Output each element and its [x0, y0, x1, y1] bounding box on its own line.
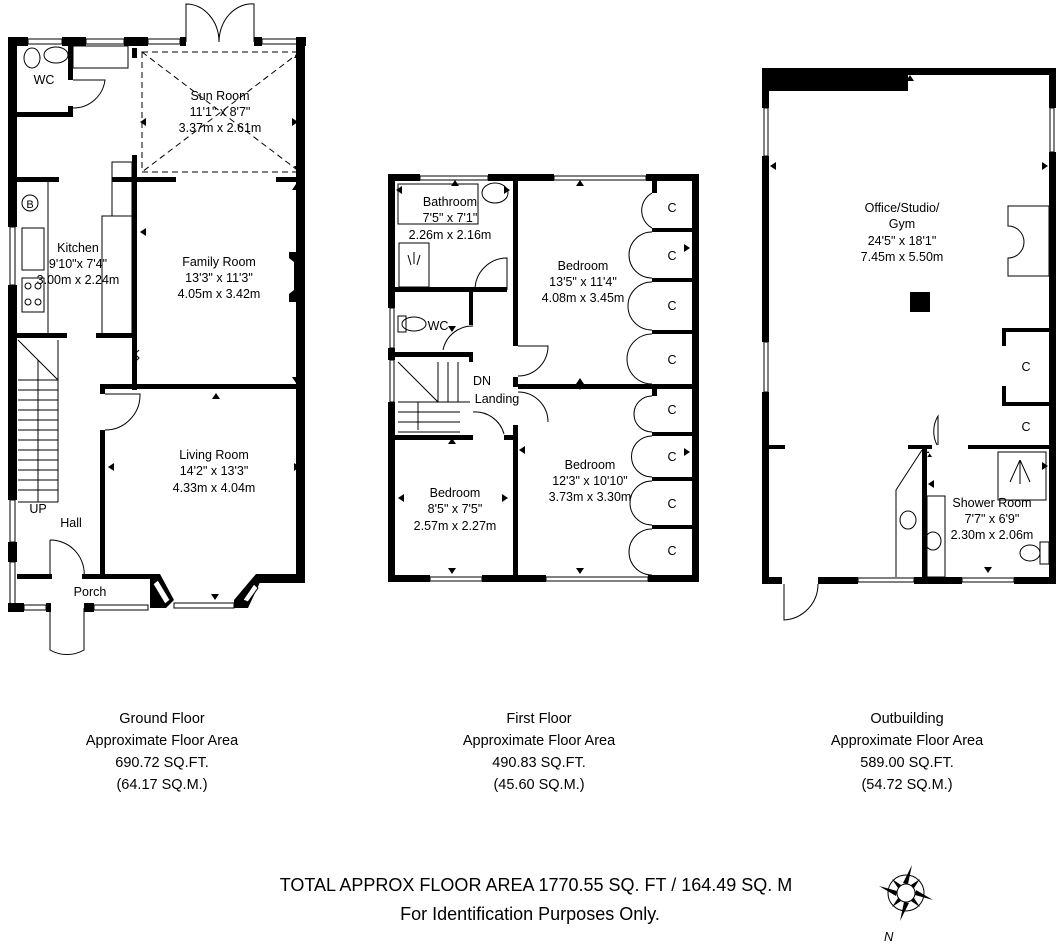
room-label-office-line2: Gym — [889, 217, 915, 231]
caption-sqft: 490.83 SQ.FT. — [492, 755, 586, 771]
cupboard-label: C — [667, 544, 676, 558]
cupboard-label: C — [1021, 420, 1030, 434]
room-dim-imperial-bedroom-2: 12'3" x 10'10" — [552, 474, 628, 488]
room-dim-metric-sun-room: 3.37m x 2.61m — [179, 121, 262, 135]
room-dim-metric-office: 7.45m x 5.50m — [861, 250, 944, 264]
room-label-kitchen: Kitchen — [57, 241, 99, 255]
caption-sqft: 589.00 SQ.FT. — [860, 755, 954, 771]
room-label-bathroom: Bathroom — [423, 195, 477, 209]
disclaimer: For Identification Purposes Only. — [400, 904, 660, 924]
first-floor-plan: Bathroom 7'5" x 7'1" 2.26m x 2.16m WC Be… — [388, 174, 699, 582]
room-dim-imperial-kitchen: 9'10"x 7'4" — [49, 257, 107, 271]
caption-sqm: (64.17 SQ.M.) — [116, 777, 207, 793]
room-dim-metric-bedroom-1: 4.08m x 3.45m — [542, 291, 625, 305]
room-dim-metric-bedroom-2: 3.73m x 3.30m — [549, 490, 632, 504]
room-dim-imperial-office: 24'5" x 18'1" — [868, 234, 937, 248]
caption-title: First Floor — [506, 711, 571, 727]
room-dim-imperial-bedroom-1: 13'5" x 11'4" — [549, 275, 617, 289]
cupboard-label: C — [667, 497, 676, 511]
room-dim-metric-shower-room: 2.30m x 2.06m — [951, 528, 1034, 542]
cupboard-label: C — [667, 201, 676, 215]
room-dim-metric-family-room: 4.05m x 3.42m — [178, 287, 261, 301]
ground-floor-plan: WC Sun Room 11'1" x 8'7" 3.37m x 2.61m K… — [8, 3, 306, 656]
room-label-wc-first: WC — [428, 319, 449, 333]
outbuilding-caption: Outbuilding Approximate Floor Area 589.0… — [831, 711, 984, 793]
room-label-hall: Hall — [60, 516, 82, 530]
room-label-office-line1: Office/Studio/ — [865, 201, 940, 215]
room-dim-imperial-bathroom: 7'5" x 7'1" — [423, 211, 478, 225]
compass-north-label: N — [884, 929, 894, 944]
caption-subtitle: Approximate Floor Area — [86, 733, 239, 749]
room-dim-metric-bathroom: 2.26m x 2.16m — [409, 228, 492, 242]
caption-subtitle: Approximate Floor Area — [831, 733, 984, 749]
compass-icon: N — [879, 865, 933, 944]
total-floor-area: TOTAL APPROX FLOOR AREA 1770.55 SQ. FT /… — [280, 875, 793, 895]
boiler-label: B — [26, 199, 33, 211]
caption-subtitle: Approximate Floor Area — [463, 733, 616, 749]
stairs-down-label: DN — [473, 374, 491, 388]
room-label-bedroom-2: Bedroom — [565, 458, 616, 472]
caption-sqm: (45.60 SQ.M.) — [493, 777, 584, 793]
caption-sqft: 690.72 SQ.FT. — [115, 755, 209, 771]
room-dim-metric-kitchen: 3.00m x 2.24m — [37, 273, 120, 287]
room-label-bedroom-3: Bedroom — [430, 486, 481, 500]
room-dim-imperial-family-room: 13'3" x 11'3" — [185, 271, 253, 285]
room-label-wc: WC — [34, 73, 55, 87]
cupboard-label: C — [667, 299, 676, 313]
room-dim-metric-bedroom-3: 2.57m x 2.27m — [414, 519, 497, 533]
caption-title: Ground Floor — [119, 711, 205, 727]
room-dim-imperial-living-room: 14'2" x 13'3" — [180, 464, 249, 478]
cupboard-label: C — [667, 403, 676, 417]
cupboard-label: C — [667, 353, 676, 367]
cupboard-label: C — [1021, 360, 1030, 374]
ground-stairs — [17, 339, 59, 503]
cupboard-label: C — [667, 249, 676, 263]
room-label-landing: Landing — [475, 392, 520, 406]
first-floor-cupboards — [626, 181, 692, 576]
caption-sqm: (54.72 SQ.M.) — [861, 777, 952, 793]
stairs-up-label: UP — [29, 502, 46, 516]
ground-floor-caption: Ground Floor Approximate Floor Area 690.… — [86, 711, 239, 793]
room-label-shower-room: Shower Room — [952, 496, 1031, 510]
caption-title: Outbuilding — [870, 711, 943, 727]
outbuilding-plan: Office/Studio/ Gym 24'5" x 18'1" 7.45m x… — [762, 68, 1056, 621]
room-label-porch: Porch — [74, 585, 107, 599]
cupboard-label: C — [667, 450, 676, 464]
room-label-family-room: Family Room — [182, 255, 256, 269]
room-dim-imperial-sun-room: 11'1" x 8'7" — [190, 105, 251, 119]
room-dim-imperial-bedroom-3: 8'5" x 7'5" — [428, 502, 483, 516]
room-label-bedroom-1: Bedroom — [558, 259, 609, 273]
room-dim-metric-living-room: 4.33m x 4.04m — [173, 481, 256, 495]
room-label-living-room: Living Room — [179, 448, 248, 462]
room-dim-imperial-shower-room: 7'7" x 6'9" — [965, 512, 1020, 526]
room-label-sun-room: Sun Room — [190, 89, 249, 103]
first-floor-caption: First Floor Approximate Floor Area 490.8… — [463, 711, 616, 793]
